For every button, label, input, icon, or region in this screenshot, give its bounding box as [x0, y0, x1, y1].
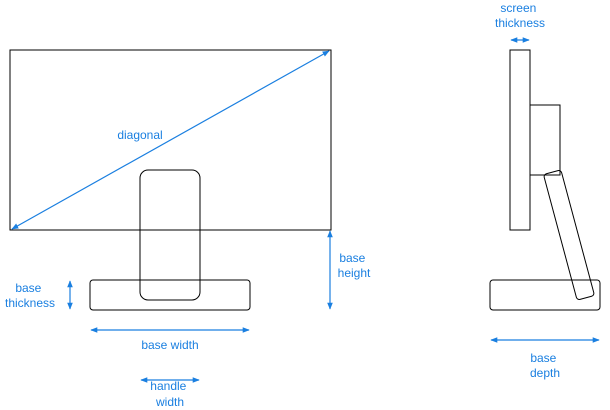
- diagonal-label: diagonal: [117, 128, 162, 142]
- side-base: [489, 279, 601, 311]
- base-thickness-label: base thickness: [5, 281, 55, 310]
- base-height-label: base height: [338, 251, 371, 280]
- front-screen: [9, 49, 332, 231]
- diagonal-arrow: [11, 50, 330, 230]
- front-base: [89, 279, 251, 311]
- handle-width-label: handle width: [150, 379, 189, 409]
- screen-thickness-label: screen thickness: [495, 1, 545, 30]
- front-view: diagonal base height base thickness base…: [5, 49, 371, 409]
- side-mount: [529, 104, 561, 176]
- base-depth-label: base depth: [530, 351, 560, 380]
- base-width-label: base width: [141, 338, 198, 352]
- side-view: screen thickness base depth: [489, 1, 601, 380]
- side-handle: [543, 170, 595, 300]
- side-screen: [509, 49, 531, 231]
